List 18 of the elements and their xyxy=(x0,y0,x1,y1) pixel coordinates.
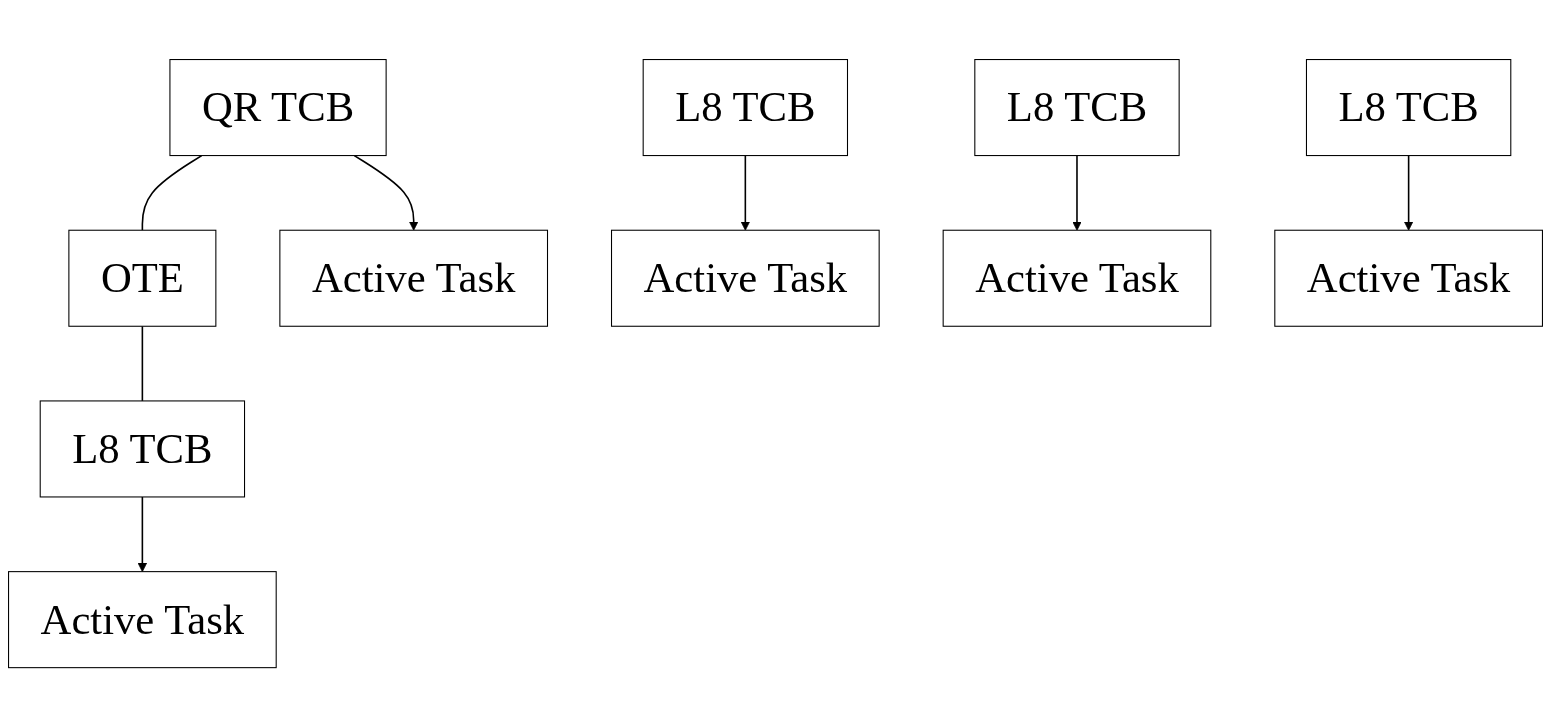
node-box: Active Task xyxy=(1274,230,1543,328)
node-box: L8 TCB xyxy=(974,59,1180,157)
node-box: L8 TCB xyxy=(1305,59,1512,157)
connector xyxy=(141,325,144,403)
arrow xyxy=(1072,155,1082,232)
node-box: QR TCB xyxy=(169,59,387,157)
node-box: Active Task xyxy=(279,230,549,328)
node-box: OTE xyxy=(68,230,217,328)
node-box: Active Task xyxy=(8,571,277,669)
arrow xyxy=(1403,155,1414,232)
arrow xyxy=(353,155,419,232)
arrow xyxy=(740,155,751,232)
connector xyxy=(141,155,203,232)
arrow xyxy=(137,496,148,573)
node-box: Active Task xyxy=(611,230,880,328)
node-box: L8 TCB xyxy=(642,59,849,157)
node-box: Active Task xyxy=(942,230,1212,328)
node-box: L8 TCB xyxy=(39,400,246,498)
